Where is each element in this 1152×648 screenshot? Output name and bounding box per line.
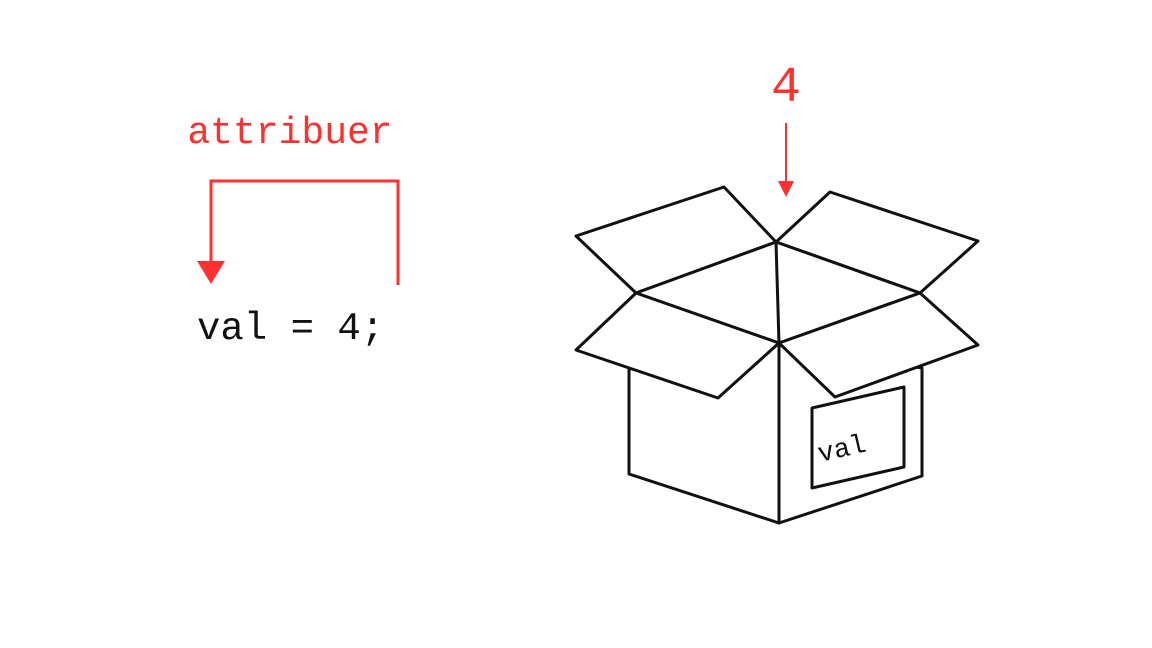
value-label: 4 [771, 60, 801, 117]
assign-arrow-line [209, 179, 400, 285]
value-arrow-head [778, 181, 794, 197]
box-front-left-flap [574, 291, 781, 400]
box-inner-edge [774, 241, 781, 344]
box-label-frame [810, 385, 906, 490]
assign-label: attribuer [187, 112, 392, 155]
box-icon [574, 185, 980, 525]
code-statement: val = 4; [197, 307, 384, 351]
box-front-right-flap [777, 291, 980, 399]
assign-arrow-head [197, 261, 225, 284]
